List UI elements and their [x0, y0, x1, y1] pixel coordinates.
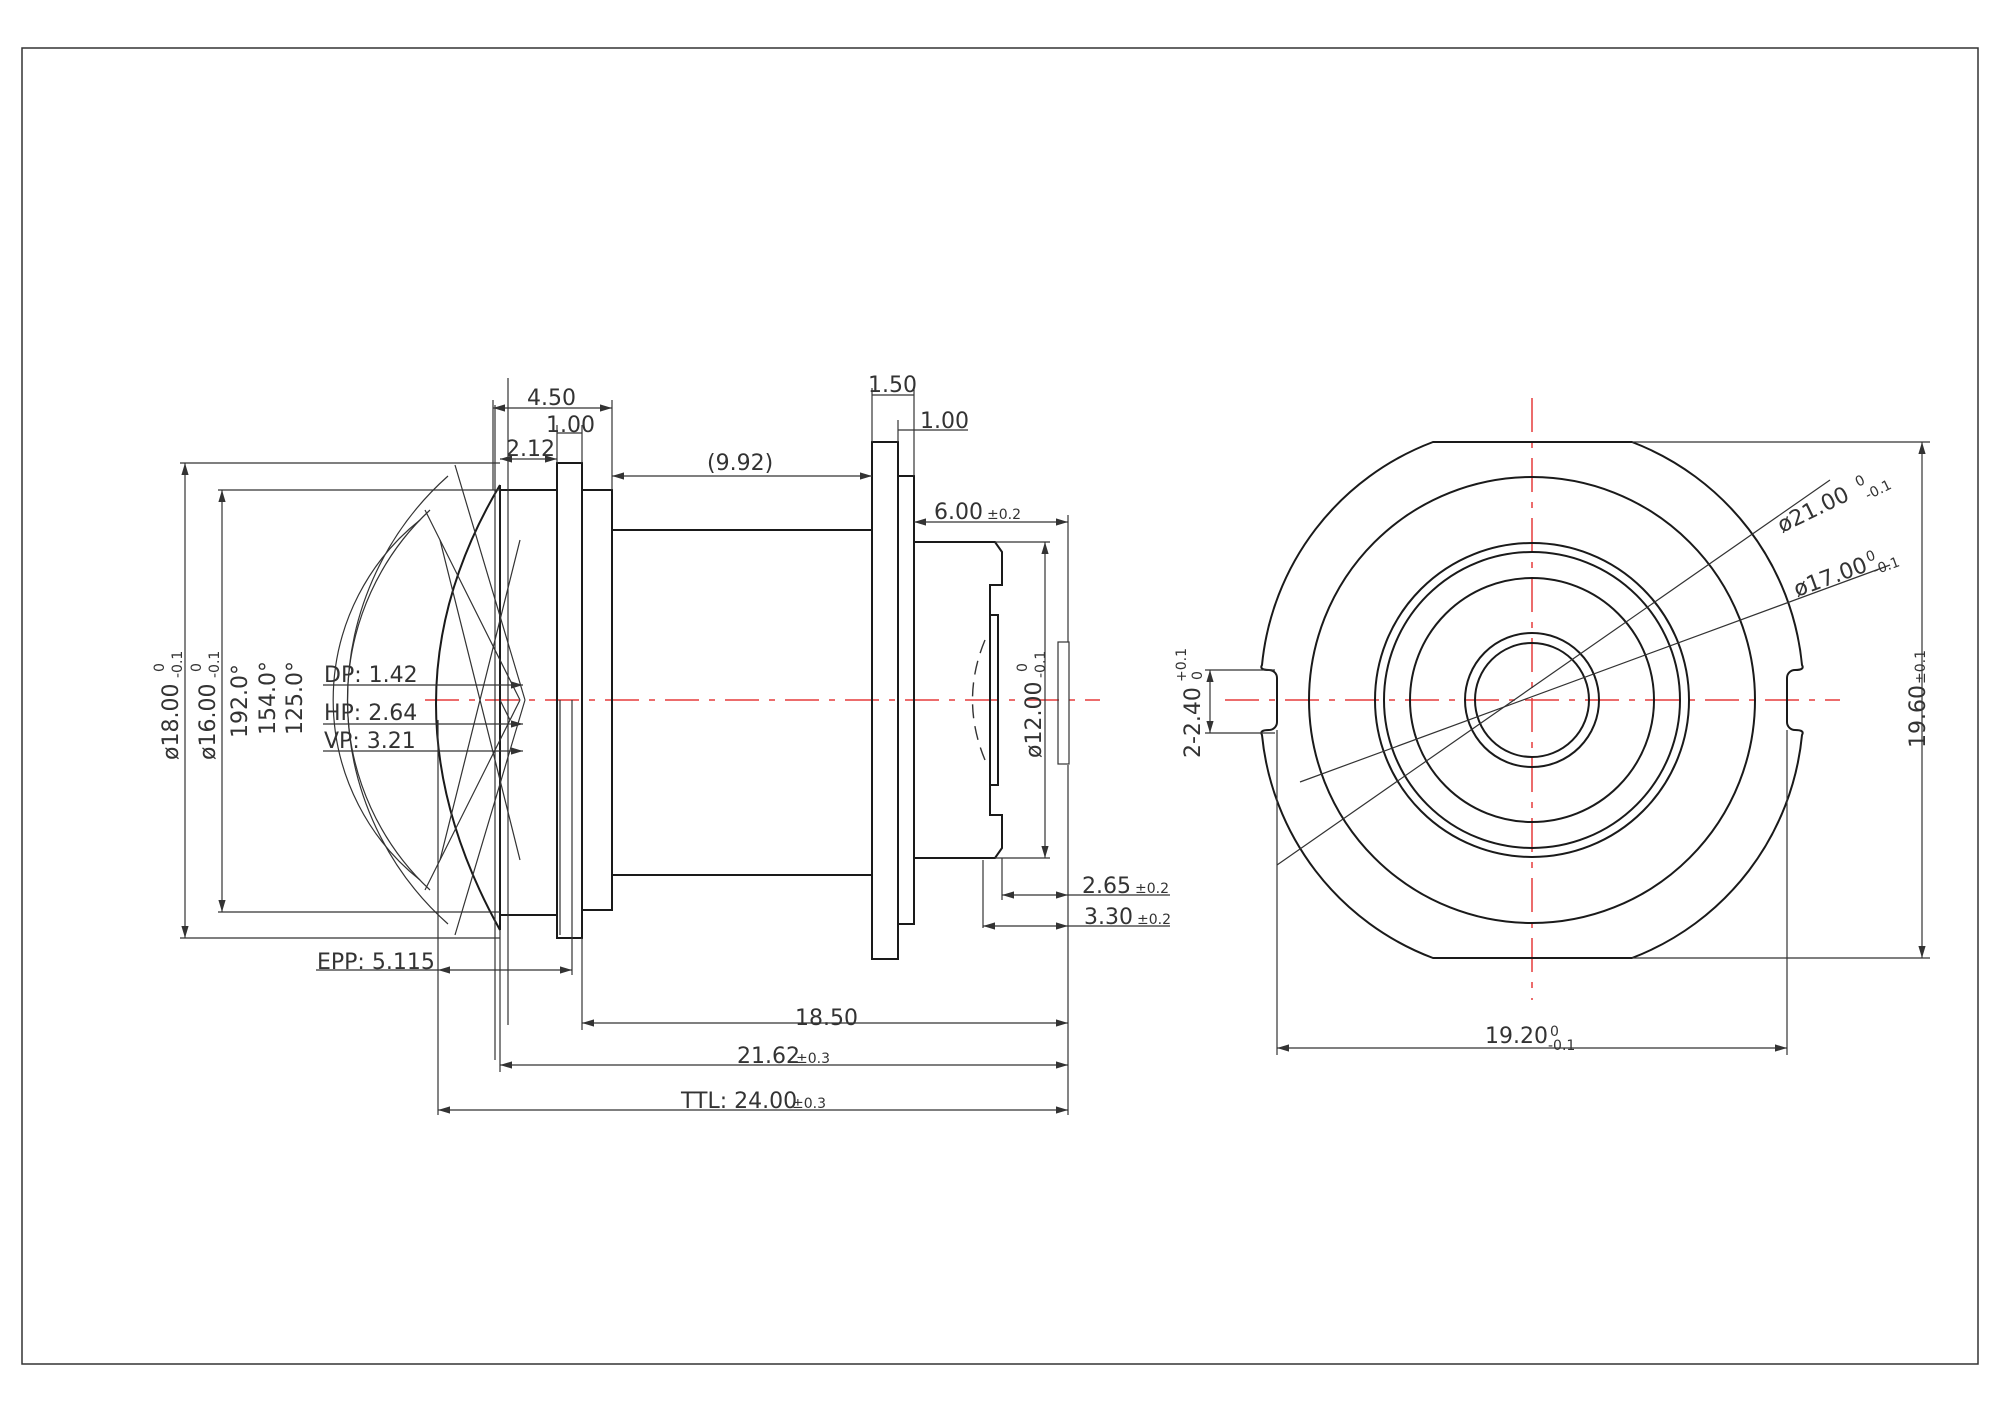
- dim-slot-tol-low: 0: [1190, 671, 1206, 680]
- leader-phi-17: [1299, 564, 1891, 783]
- side-view: 4.50 1.00 2.12 (9.92) 1.50 1.00 6.00 ±0.…: [152, 373, 1171, 1115]
- dim-19-20-tol-up: 0: [1550, 1024, 1559, 1040]
- dim-phi-16: ø16.00: [196, 684, 221, 760]
- dim-19-20: 19.20: [1485, 1024, 1548, 1049]
- dim-3-30-tol: ±0.2: [1137, 912, 1171, 928]
- ttl-label: TTL: 24.00: [680, 1089, 797, 1114]
- rear-lens: [989, 614, 999, 786]
- dim-phi-12-tol-up: 0: [1015, 663, 1031, 672]
- barrel-body: [611, 529, 873, 876]
- dim-4-50: 4.50: [527, 386, 576, 411]
- fov-192-label: 192.0°: [228, 664, 253, 738]
- dim-19-60: 19.60: [1906, 685, 1931, 748]
- dim-phi-17: ø17.00: [1791, 553, 1871, 603]
- dim-2-12: 2.12: [506, 437, 555, 462]
- fov-rays: [424, 378, 526, 1060]
- hp-label: HP: 2.64: [324, 701, 417, 726]
- dim-slot: 2-2.40: [1181, 687, 1206, 758]
- dim-9-92: (9.92): [707, 451, 773, 476]
- dim-18-50: 18.50: [795, 1006, 858, 1031]
- dim-6-00: 6.00: [934, 500, 983, 525]
- dp-label: DP: 1.42: [324, 663, 418, 688]
- dim-3-30: 3.30: [1084, 905, 1133, 930]
- dim-phi-18-tol-low: -0.1: [170, 651, 186, 678]
- dim-2-65: 2.65: [1082, 874, 1131, 899]
- ttl-tol: ±0.3: [792, 1096, 826, 1112]
- dim-phi-16-tol-low: -0.1: [207, 651, 223, 678]
- fov-arc-125: [332, 519, 421, 881]
- aperture-inner: [1474, 642, 1590, 758]
- barrel-circle-inner: [1383, 551, 1681, 849]
- sensor-plane: [1057, 641, 1070, 765]
- dim-phi-18: ø18.00: [159, 684, 184, 760]
- dim-19-60-tol: ±0.1: [1913, 650, 1929, 684]
- fov-154-label: 154.0°: [256, 661, 281, 735]
- dim-phi-12-tol-low: -0.1: [1033, 651, 1049, 678]
- dim-1-00-a: 1.00: [546, 413, 595, 438]
- lens-circle: [1409, 577, 1655, 823]
- fov-125-label: 125.0°: [283, 661, 308, 735]
- front-view: ø21.00 0 -0.1 ø17.00 0 -0.1 2-2.40 +0.1 …: [1174, 398, 1931, 1055]
- barrel-circle-outer: [1374, 542, 1690, 858]
- dim-6-00-tol: ±0.2: [987, 507, 1021, 523]
- mount-flange-step: [897, 475, 915, 925]
- dim-phi-21-tol-low: -0.1: [1863, 477, 1895, 503]
- drawing-frame: [21, 47, 1979, 1365]
- aperture-outer: [1464, 632, 1600, 768]
- dim-2-65-tol: ±0.2: [1135, 881, 1169, 897]
- dim-phi-12: ø12.00: [1022, 682, 1047, 758]
- dim-1-50: 1.50: [868, 373, 917, 398]
- epp-label: EPP: 5.115: [317, 950, 435, 975]
- dim-slot-tol-up: +0.1: [1174, 648, 1190, 682]
- leader-phi-21: [1276, 479, 1831, 866]
- vp-label: VP: 3.21: [324, 729, 416, 754]
- dim-19-20-tol-low: -0.1: [1548, 1038, 1575, 1054]
- front-lens-dome: [435, 484, 501, 931]
- flange-circle: [1308, 476, 1756, 924]
- dim-21-62-tol: ±0.3: [796, 1051, 830, 1067]
- dim-phi-16-tol-up: 0: [189, 663, 205, 672]
- dim-1-00-b: 1.00: [920, 409, 969, 434]
- dim-phi-18-tol-up: 0: [152, 663, 168, 672]
- fov-arc-154: [346, 509, 431, 891]
- dim-21-62: 21.62: [737, 1044, 800, 1069]
